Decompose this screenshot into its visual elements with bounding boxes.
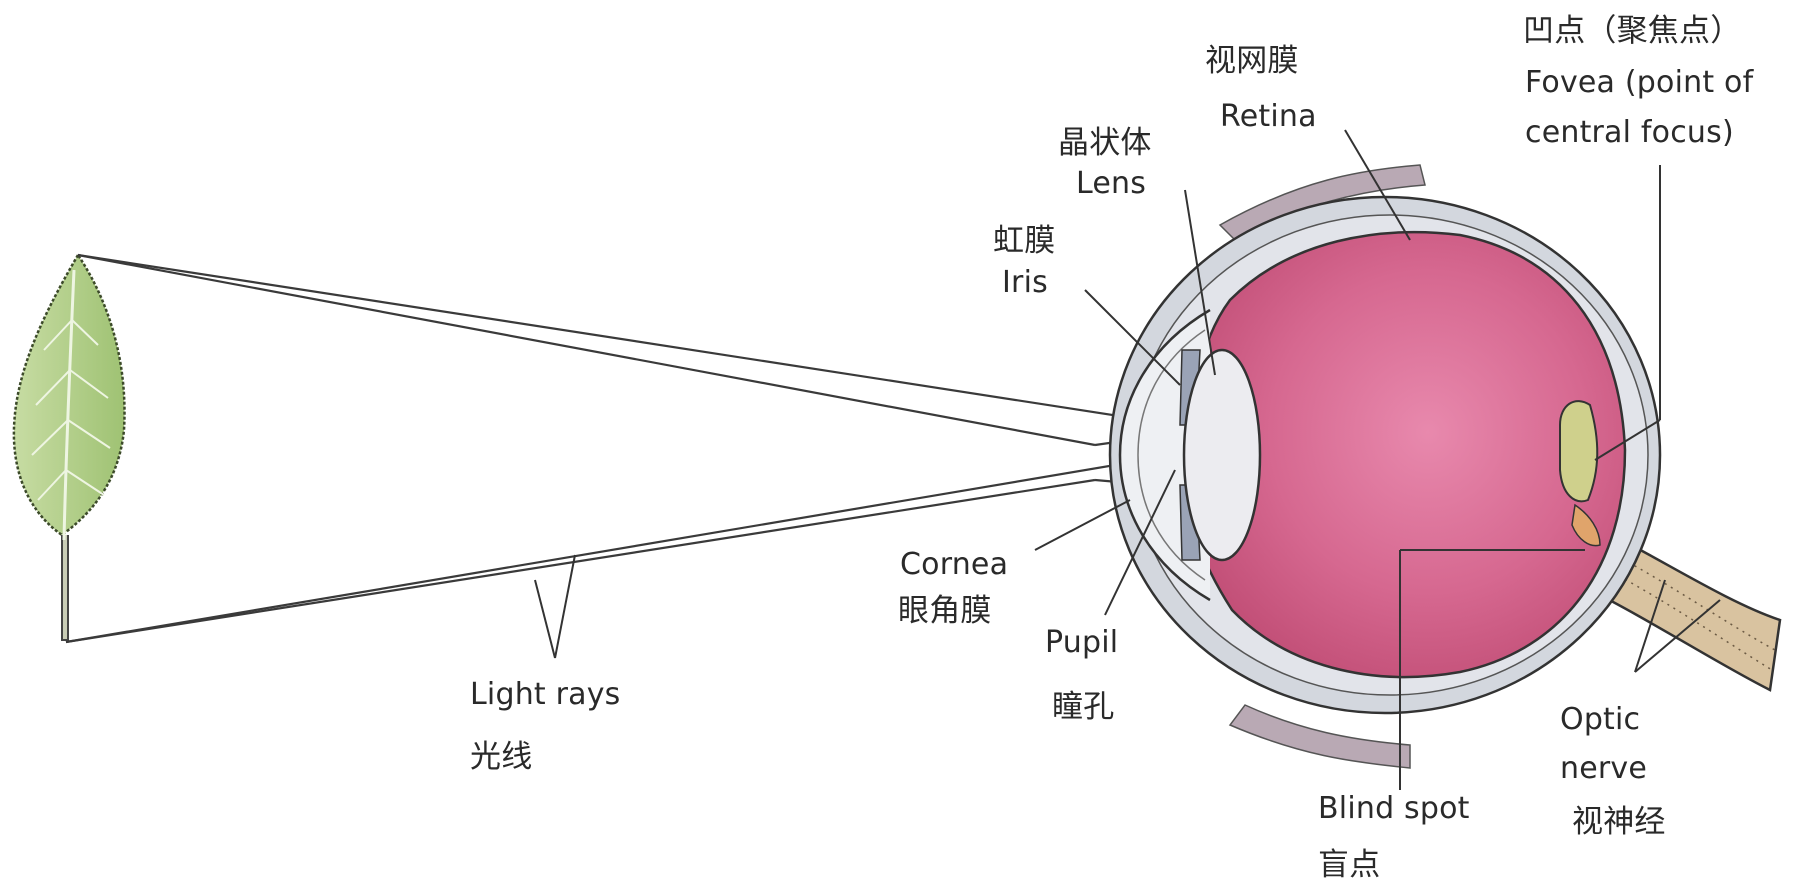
label-light-rays-en: Light rays [470,678,621,712]
label-blind-spot-zh: 盲点 [1318,848,1380,882]
label-blind-spot-en: Blind spot [1318,792,1470,826]
label-light-rays-zh: 光线 [470,740,532,774]
label-pupil-en: Pupil [1045,626,1118,660]
eyeball [1110,165,1780,768]
label-lens-en: Lens [1076,167,1146,201]
leaf-object [14,255,125,640]
label-lens-zh: 晶状体 [1058,126,1152,160]
label-optic-nerve-en-2: nerve [1560,752,1647,786]
label-cornea-en: Cornea [900,548,1008,582]
label-iris-zh: 虹膜 [993,224,1055,258]
label-iris-en: Iris [1002,266,1048,300]
label-retina-zh: 视网膜 [1205,44,1299,78]
label-fovea-zh: 凹点（聚焦点） [1523,14,1741,48]
label-cornea-zh: 眼角膜 [898,594,992,628]
label-optic-nerve-en-1: Optic [1560,703,1640,737]
label-retina-en: Retina [1220,100,1317,134]
label-pupil-zh: 瞳孔 [1052,690,1114,724]
label-fovea-en-1: Fovea (point of [1525,66,1753,100]
label-optic-nerve-zh: 视神经 [1572,805,1666,839]
label-fovea-en-2: central focus) [1525,116,1734,150]
